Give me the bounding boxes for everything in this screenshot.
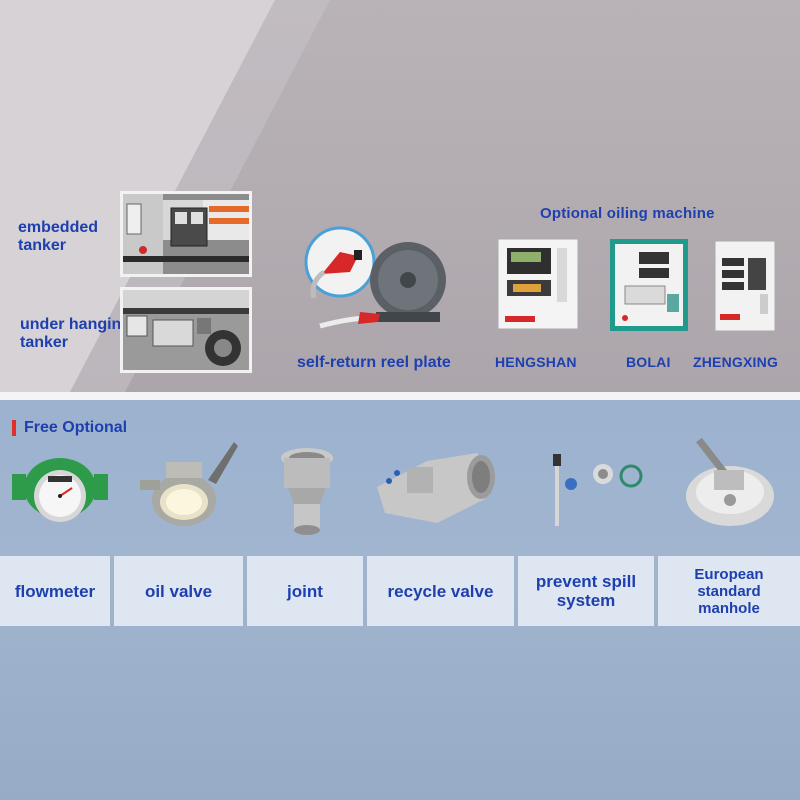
embedded-tanker-photo — [120, 191, 252, 277]
item-cell-manhole: European standard manhole — [658, 556, 800, 626]
item-cell-oil-valve: oil valve — [114, 556, 243, 626]
flowmeter-icon — [12, 448, 108, 532]
oil-valve-icon — [138, 440, 242, 532]
joint-icon — [278, 444, 336, 536]
item-label-flowmeter: flowmeter — [14, 581, 96, 601]
item-label-prevent-spill: prevent spill system — [535, 572, 637, 610]
prevent-spill-icon — [545, 450, 647, 530]
recycle-valve-icon — [377, 447, 497, 529]
machine-name-zhengxing: ZHENGXING — [693, 354, 779, 370]
hengshan-machine-icon — [497, 238, 579, 330]
oiling-machine-title: Optional oiling machine — [540, 205, 715, 222]
item-label-recycle-valve: recycle valve — [387, 581, 494, 601]
item-cell-recycle-valve: recycle valve — [367, 556, 514, 626]
item-labels-row: flowmeter oil valve joint recycle valve … — [0, 556, 800, 626]
panel-divider — [0, 392, 800, 400]
bolai-machine-icon — [609, 238, 689, 332]
item-cell-flowmeter: flowmeter — [0, 556, 110, 626]
under-hanging-tanker-label: under hanging tanker — [20, 316, 132, 351]
item-label-manhole: European standard manhole — [694, 565, 764, 617]
reel-plate-icon — [300, 222, 450, 338]
reel-plate-label: self-return reel plate — [297, 354, 451, 371]
under-hanging-tanker-photo — [120, 287, 252, 373]
machine-name-bolai: BOLAI — [626, 354, 671, 370]
item-label-oil-valve: oil valve — [144, 581, 213, 601]
item-cell-joint: joint — [247, 556, 363, 626]
machine-name-hengshan: HENGSHAN — [495, 354, 577, 370]
manhole-icon — [684, 434, 776, 534]
zhengxing-machine-icon — [714, 240, 776, 332]
free-optional-heading: Free Optional — [12, 418, 127, 438]
embedded-tanker-label: embedded tanker — [18, 219, 99, 254]
free-optional-title: Free Optional — [24, 419, 128, 436]
item-cell-prevent-spill: prevent spill system — [518, 556, 654, 626]
item-label-joint: joint — [287, 581, 323, 601]
accent-bar — [12, 420, 16, 436]
